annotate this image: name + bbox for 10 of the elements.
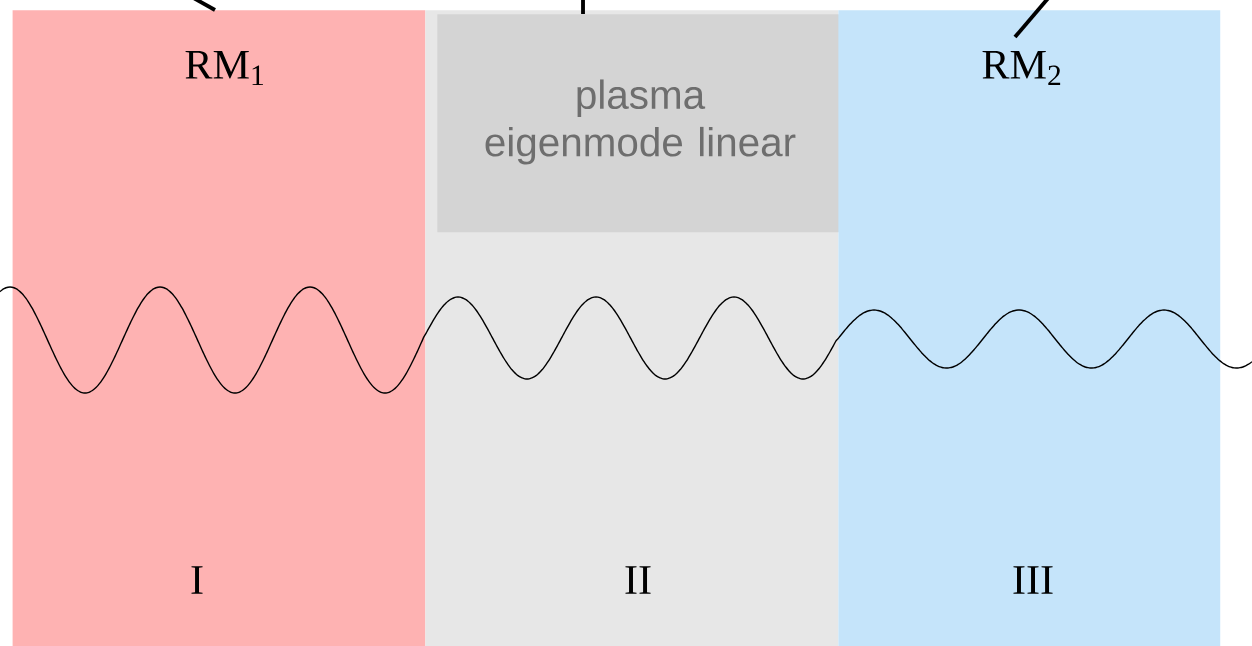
region-band [12,10,426,646]
leader-line [1013,0,1052,39]
label-box: plasma eigenmode linear [437,14,841,233]
region-band [838,10,1221,646]
region-label: II [625,566,651,594]
leader-line [581,0,585,14]
region-label: III [1013,566,1053,594]
region-label: I [191,566,203,594]
region-label: RM$_{2}$ [982,50,1061,86]
region-label: RM$_{1}$ [185,50,263,86]
